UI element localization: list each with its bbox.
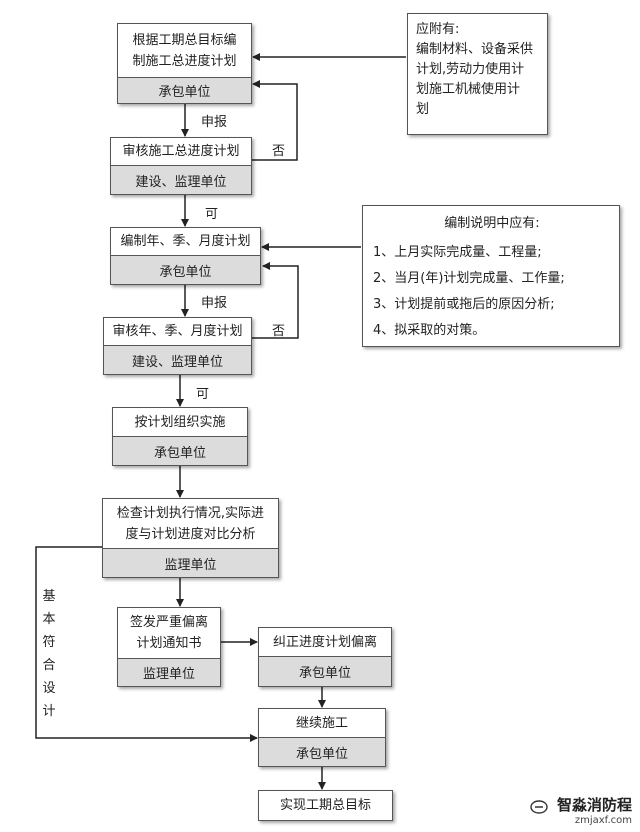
label-report: 申报 xyxy=(201,296,228,311)
note-title: 编制说明中应有: xyxy=(444,216,540,231)
watermark-site: zmjaxf.com xyxy=(574,815,632,826)
label-no: 否 xyxy=(272,144,286,159)
box-main-text: 根据工期总目标编 制施工总进度计划 xyxy=(132,32,237,69)
note-body: 编制材料、设备采供 计划,劳动力使用计 划施工机械使用计 划 xyxy=(416,42,534,117)
watermark: 智淼消防程 zmjaxf.com xyxy=(530,794,632,826)
box-main-text: 编制年、季、月度计划 xyxy=(120,234,251,249)
note-explanation: 编制说明中应有: 1、上月实际完成量、工程量; 2、当月(年)计划完成量、工作量… xyxy=(362,205,620,347)
box-review-master-plan: 审核施工总进度计划 建设、监理单位 xyxy=(110,137,252,195)
box-sub-text: 建设、监理单位 xyxy=(104,345,251,374)
box-main-text: 按计划组织实施 xyxy=(134,414,226,430)
note-item: 2、当月(年)计划完成量、工作量; xyxy=(373,271,565,286)
box-sub-text: 承包单位 xyxy=(111,255,260,284)
box-main-text: 审核施工总进度计划 xyxy=(122,144,240,159)
box-continue-construction: 继续施工 承包单位 xyxy=(258,708,386,767)
box-compile-periodic-plan: 编制年、季、月度计划 承包单位 xyxy=(110,227,261,285)
box-sub-text: 承包单位 xyxy=(259,656,391,686)
box-achieve-goal: 实现工期总目标 xyxy=(258,790,393,821)
note-attachments: 应附有: 编制材料、设备采供 计划,劳动力使用计 划施工机械使用计 划 xyxy=(407,13,548,135)
box-sub-text: 承包单位 xyxy=(113,436,247,465)
label-no: 否 xyxy=(272,324,286,339)
watermark-suffix: 程 xyxy=(616,796,632,814)
note-title: 应附有: xyxy=(416,22,460,37)
watermark-name: 智淼消防 xyxy=(556,796,617,814)
box-sub-text: 承包单位 xyxy=(259,737,385,766)
watermark-logo-icon xyxy=(530,799,548,814)
box-sub-text: 承包单位 xyxy=(118,77,251,103)
label-report: 申报 xyxy=(201,115,228,130)
box-compile-master-plan: 根据工期总目标编 制施工总进度计划 承包单位 xyxy=(117,23,252,104)
box-implement-plan: 按计划组织实施 承包单位 xyxy=(112,407,248,466)
box-main-text: 继续施工 xyxy=(295,715,348,731)
box-main-text: 签发严重偏离 计划通知书 xyxy=(129,615,208,651)
note-item: 4、拟采取的对策。 xyxy=(373,323,486,338)
box-main-text: 实现工期总目标 xyxy=(279,798,371,813)
box-check-execution: 检查计划执行情况,实际进 度与计划进度对比分析 监理单位 xyxy=(102,498,279,578)
note-item: 1、上月实际完成量、工程量; xyxy=(373,245,542,260)
feedback-no2 xyxy=(252,262,299,339)
box-sub-text: 建设、监理单位 xyxy=(111,165,251,194)
box-main-text: 纠正进度计划偏离 xyxy=(272,634,377,650)
note-item: 3、计划提前或拖后的原因分析; xyxy=(373,297,555,312)
box-sub-text: 监理单位 xyxy=(118,658,220,686)
basic-path xyxy=(35,546,258,742)
box-main-text: 审核年、季、月度计划 xyxy=(112,324,243,339)
box-issue-deviation-notice: 签发严重偏离 计划通知书 监理单位 xyxy=(117,607,221,687)
box-main-text: 检查计划执行情况,实际进 度与计划进度对比分析 xyxy=(116,505,265,542)
label-approved: 可 xyxy=(196,387,210,402)
box-sub-text: 监理单位 xyxy=(103,548,278,577)
label-approved: 可 xyxy=(205,207,219,222)
label-basically-conforms: 基本符合设计 xyxy=(42,589,56,719)
feedback-no1 xyxy=(252,80,298,161)
box-correct-deviation: 纠正进度计划偏离 承包单位 xyxy=(258,627,392,687)
box-review-periodic-plan: 审核年、季、月度计划 建设、监理单位 xyxy=(103,317,252,375)
